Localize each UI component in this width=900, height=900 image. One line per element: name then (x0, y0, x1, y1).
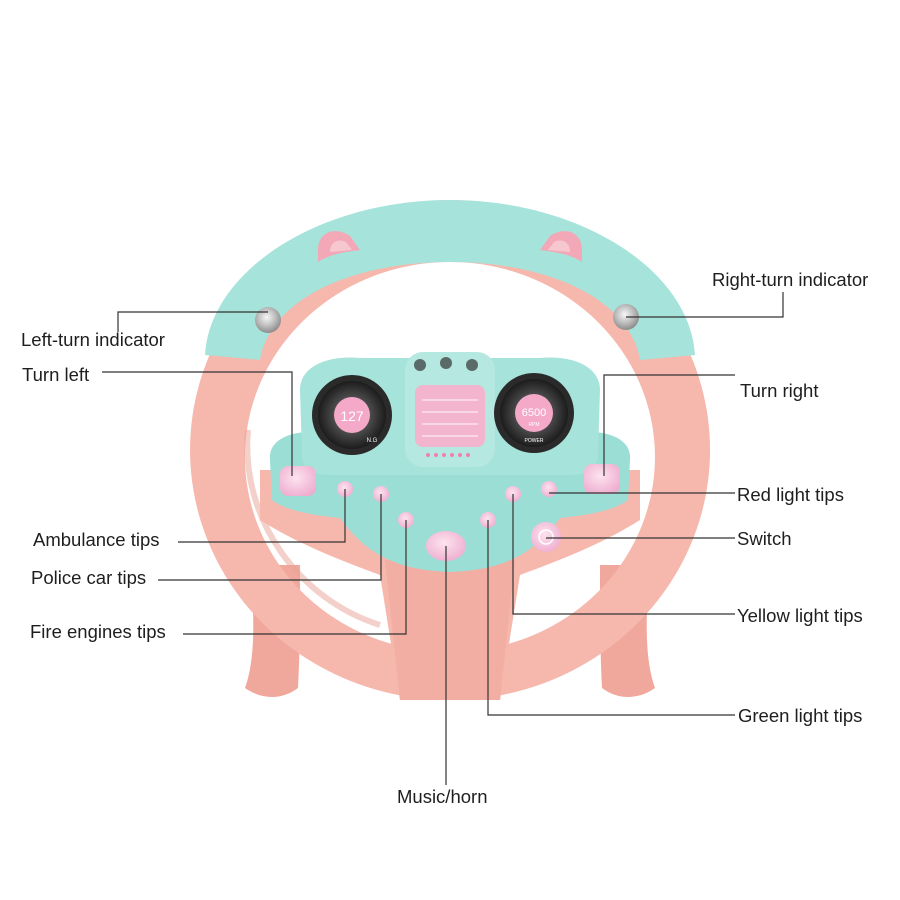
panel-light-center (440, 357, 452, 369)
right-gauge-caption: POWER (525, 438, 544, 444)
leader-turn-right (603, 374, 735, 476)
power-icon (538, 529, 554, 545)
left-gauge: 127 N.G (312, 375, 392, 455)
label-red-light-tips: Red light tips (737, 484, 844, 505)
label-right-turn-indicator: Right-turn indicator (712, 269, 869, 290)
leader-ambulance (178, 489, 346, 543)
panel-light-left (414, 359, 426, 371)
leader-right-turn-indicator (626, 292, 784, 318)
leader-yellow-light (512, 494, 735, 615)
panel-light-right (466, 359, 478, 371)
label-left-turn-indicator: Left-turn indicator (21, 329, 165, 350)
label-fire-engines-tips: Fire engines tips (30, 621, 166, 642)
right-gauge: 6500 RPM POWER (494, 373, 574, 453)
label-ambulance-tips: Ambulance tips (33, 529, 160, 550)
leader-lines (102, 292, 784, 785)
panel-display-lines (422, 399, 478, 437)
switch-button[interactable] (531, 522, 561, 552)
right-gauge-value: 6500 (522, 407, 546, 419)
turn-right-button[interactable] (584, 464, 620, 494)
label-switch: Switch (737, 528, 792, 549)
turn-left-button[interactable] (280, 466, 316, 496)
leader-left-turn-indicator (117, 311, 268, 332)
label-turn-right: Turn right (740, 380, 819, 401)
label-police-car-tips: Police car tips (31, 567, 147, 588)
label-yellow-light-tips: Yellow light tips (737, 605, 863, 626)
left-turn-indicator-light (255, 307, 281, 333)
label-green-light-tips: Green light tips (738, 705, 863, 726)
left-gauge-value: 127 (340, 408, 364, 424)
leader-green-light (487, 520, 735, 716)
leader-turn-left (102, 371, 293, 476)
leader-police-car (158, 494, 382, 581)
label-music-horn: Music/horn (397, 786, 488, 807)
right-gauge-unit: RPM (528, 422, 539, 428)
red-light-button[interactable] (541, 481, 557, 497)
leader-fire-engine (183, 520, 407, 635)
cat-ears (318, 231, 582, 262)
label-turn-left: Turn left (22, 364, 90, 385)
left-gauge-unit: N.G (367, 438, 378, 444)
panel-dots (426, 453, 470, 457)
